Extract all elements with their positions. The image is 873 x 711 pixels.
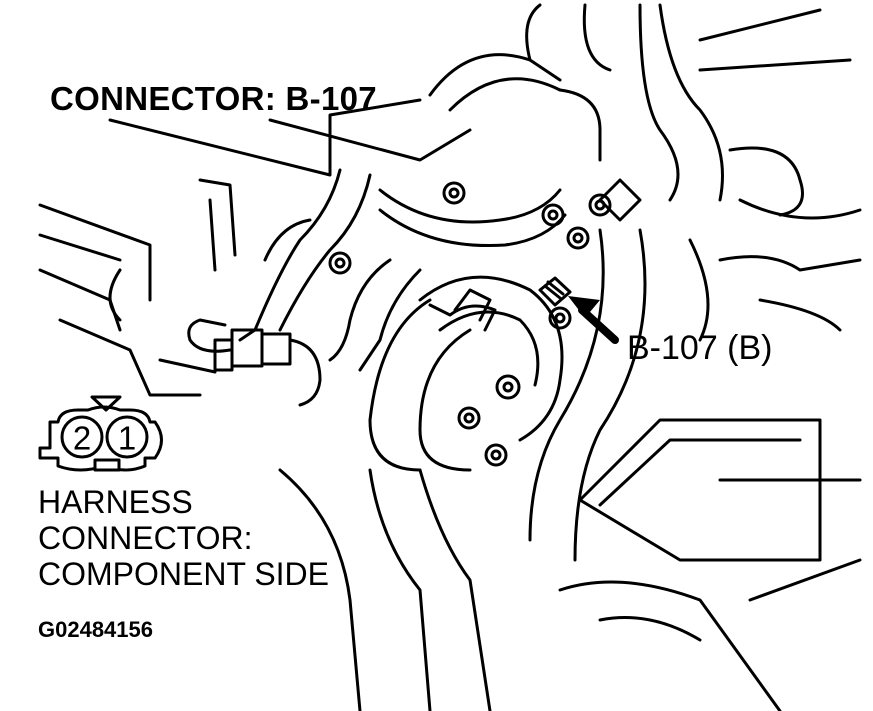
connector-callout-label: B-107 (B) bbox=[627, 329, 773, 367]
harness-caption-line-1: HARNESS bbox=[38, 484, 193, 520]
diagram-title: CONNECTOR: B-107 bbox=[50, 80, 377, 117]
harness-caption-line-2: CONNECTOR: bbox=[38, 520, 253, 556]
pin-2-label: 2 bbox=[72, 419, 92, 457]
figure-id: G02484156 bbox=[38, 617, 153, 642]
harness-caption-line-3: COMPONENT SIDE bbox=[38, 556, 329, 592]
pin-1-label: 1 bbox=[117, 419, 137, 457]
